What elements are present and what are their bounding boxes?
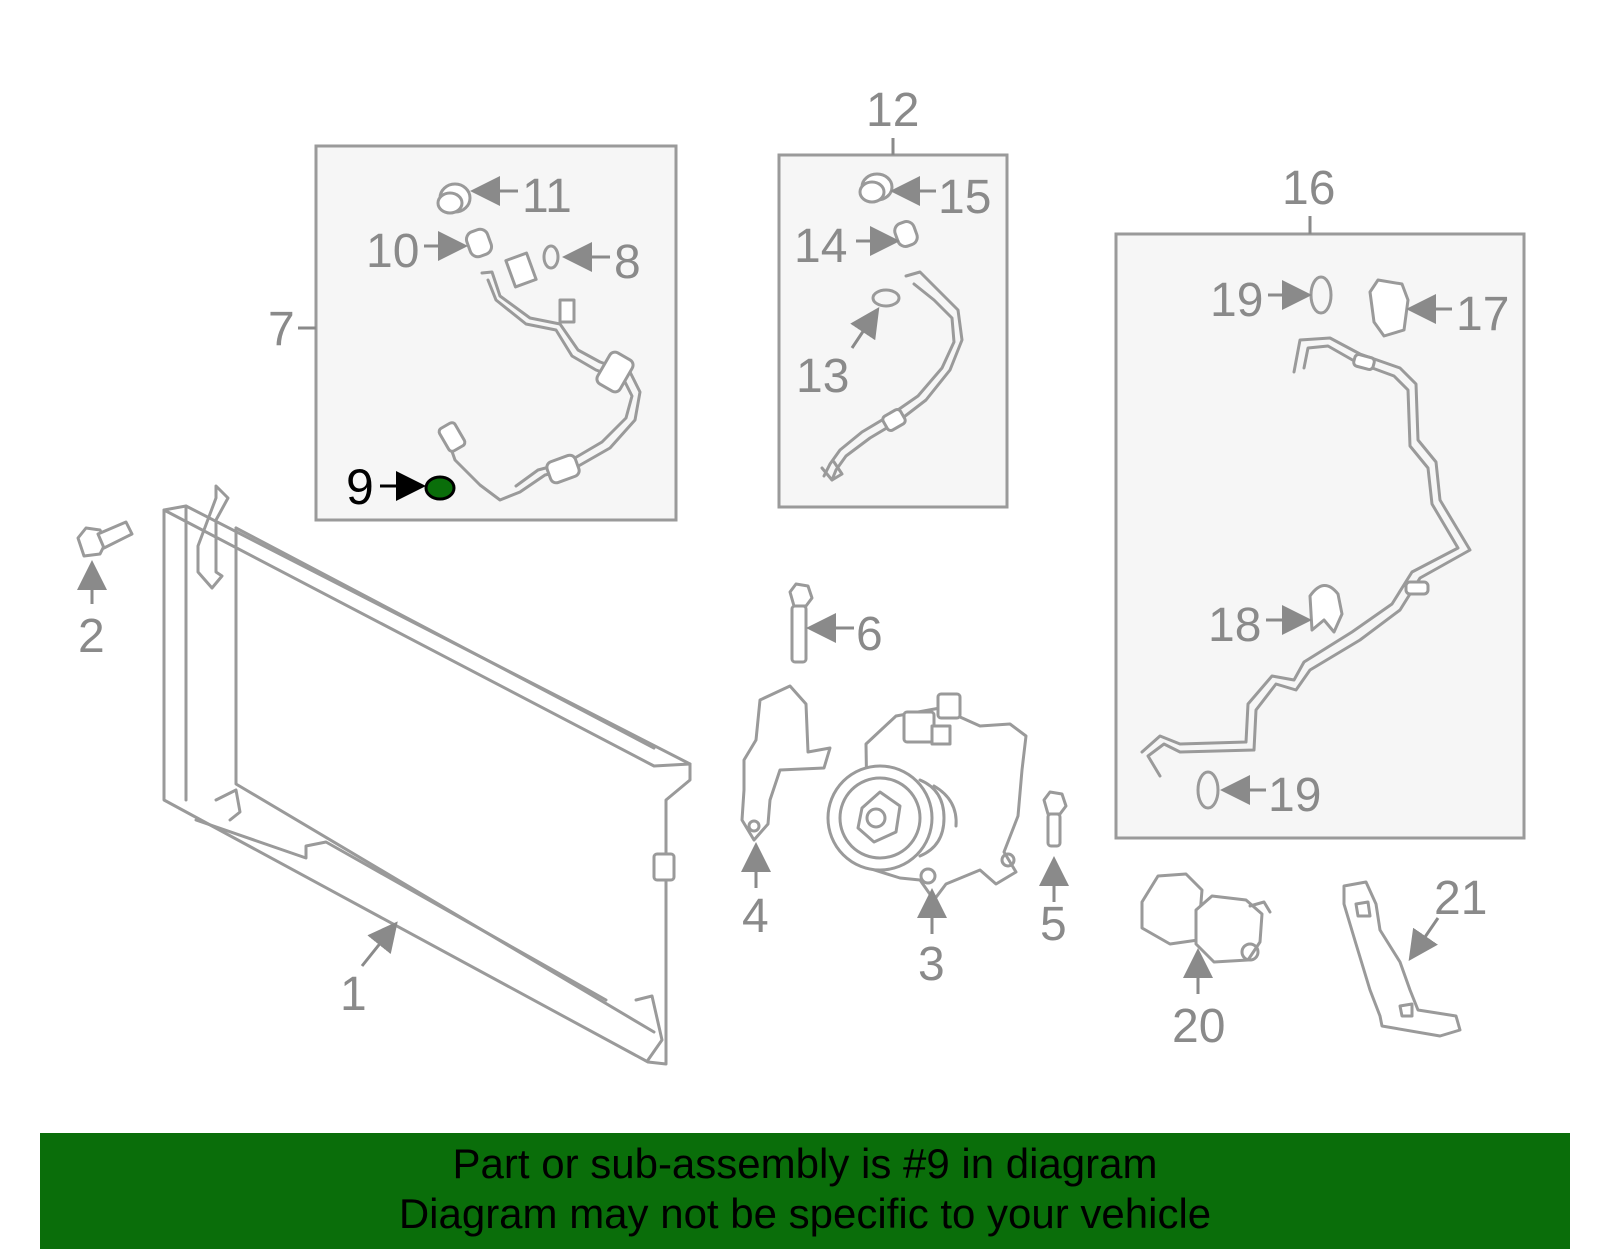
bolt-5-drawing	[1042, 790, 1068, 848]
highlighted-part-9	[424, 475, 456, 501]
clip-18-drawing	[1308, 584, 1344, 634]
callout-20: 20	[1172, 1000, 1225, 1053]
callout-10: 10	[366, 225, 419, 278]
callout-17: 17	[1456, 288, 1509, 341]
callout-14: 14	[794, 220, 847, 273]
callout-2: 2	[78, 610, 105, 663]
assembly-7-box	[314, 144, 678, 522]
bolt-2-drawing	[76, 520, 134, 558]
callout-1: 1	[340, 968, 367, 1021]
callout-6: 6	[856, 608, 883, 661]
callout-15: 15	[938, 171, 991, 224]
callout-7: 7	[268, 303, 295, 356]
bracket-21-drawing	[1342, 880, 1462, 1038]
callout-3: 3	[918, 938, 945, 991]
callout-4: 4	[742, 890, 769, 943]
callout-21: 21	[1434, 872, 1487, 925]
callout-9: 9	[346, 459, 374, 515]
callout-11: 11	[522, 170, 572, 223]
bolt-6-drawing	[788, 582, 814, 664]
callout-16: 16	[1282, 162, 1335, 215]
bracket-4-drawing	[740, 684, 832, 842]
condenser-1-drawing	[162, 484, 692, 1066]
compressor-3-drawing	[826, 692, 1028, 902]
callout-12: 12	[866, 84, 919, 137]
callout-19-bottom: 19	[1268, 769, 1321, 822]
leader-1	[360, 921, 398, 967]
discharge-hose-drawing	[437, 251, 642, 502]
callout-13: 13	[796, 350, 849, 403]
oring-13-drawing	[871, 288, 901, 308]
callout-8: 8	[614, 236, 641, 289]
banner-line-1: Part or sub-assembly is #9 in diagram	[452, 1140, 1158, 1187]
leader-13	[850, 307, 880, 349]
valve-10-drawing	[464, 227, 494, 259]
cap-11-drawing	[436, 182, 472, 215]
callout-5: 5	[1040, 898, 1067, 951]
leader-21	[1408, 917, 1440, 961]
assembly-12-box	[777, 153, 1009, 509]
oring-19-bottom-drawing	[1196, 770, 1220, 810]
sensor-20-drawing	[1140, 872, 1272, 964]
cap-15-drawing	[858, 172, 894, 204]
oring-8-drawing	[542, 244, 560, 270]
info-banner: Part or sub-assembly is #9 in diagram Di…	[40, 1133, 1570, 1249]
banner-line-2: Diagram may not be specific to your vehi…	[398, 1190, 1212, 1237]
callout-18: 18	[1208, 599, 1261, 652]
assembly-16-box	[1114, 232, 1526, 840]
suction-hose-drawing	[820, 270, 964, 482]
liquid-line-drawing	[1140, 336, 1472, 778]
callout-19-top: 19	[1210, 274, 1263, 327]
